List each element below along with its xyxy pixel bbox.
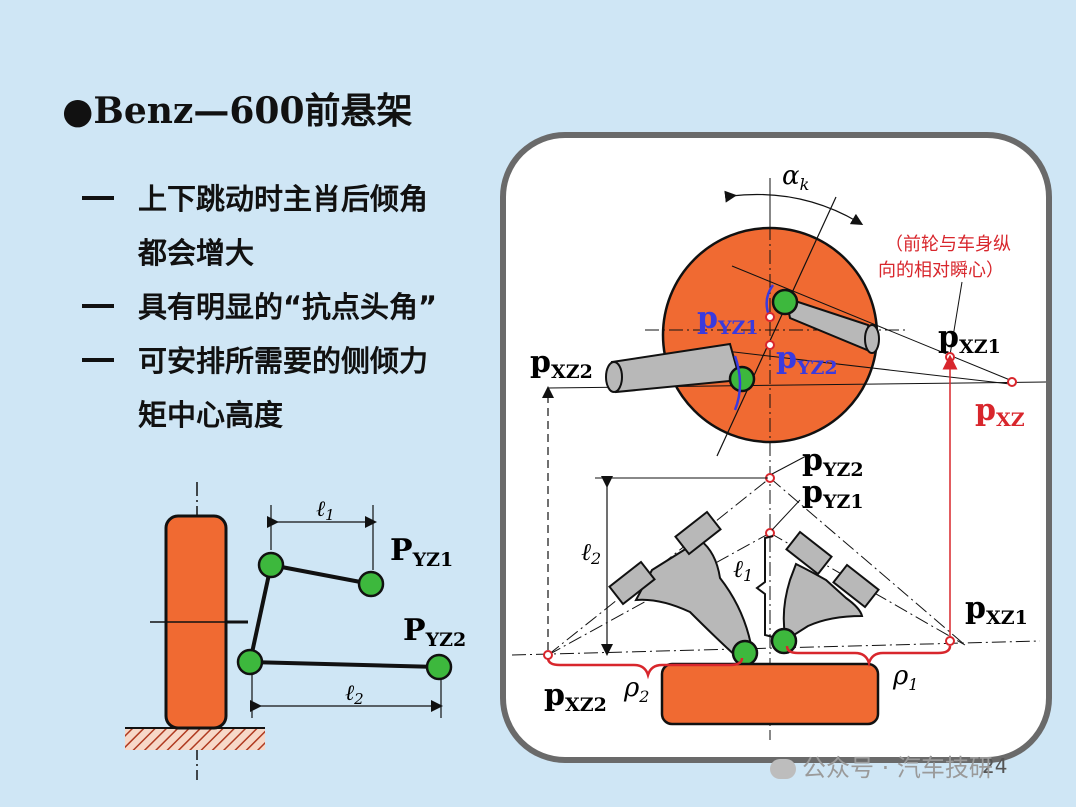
watermark: 公众号 · 汽车技研 [770, 748, 993, 783]
label-alpha-k: αk [782, 161, 809, 194]
bullet-line: 都会增大 [138, 236, 255, 270]
left-suspension-diagram: ℓ1 ℓ2 PYZ1 PYZ2 [125, 482, 466, 780]
right-arm-bottom [782, 562, 864, 642]
pyz1-point-top [765, 312, 775, 322]
bullet-line: 上下跳动时主肖后倾角 [138, 182, 429, 216]
wechat-icon [770, 759, 796, 779]
pxz1-point-bottom [945, 636, 955, 646]
kingpin-axis [716, 196, 837, 457]
upper-arm-bushing [864, 324, 880, 354]
label-pxz1-top: pXZ1 [938, 320, 1001, 358]
left-bushing-2 [674, 510, 722, 556]
label-pxz2-bottom: pXZ2 [544, 678, 607, 716]
bullet-line: 矩中心高度 [138, 398, 284, 432]
watermark-text: 公众号 · 汽车技研 [802, 754, 993, 782]
l1-brace [755, 535, 774, 638]
upper-joint-top [771, 288, 799, 316]
right-bushing-2 [832, 563, 880, 609]
bullet-item: 具有明显的“抗点头角” [82, 280, 502, 334]
label-pyz2-left: PYZ2 [403, 613, 466, 651]
annotation-line2: 向的相对瞬心） [878, 260, 1004, 281]
label-pyz1-mid: pYZ1 [802, 475, 864, 513]
rho2-brace [546, 657, 744, 680]
upper-pivot [357, 570, 385, 598]
label-rho1: ρ1 [892, 661, 918, 694]
bullet-list: 上下跳动时主肖后倾角 都会增大 具有明显的“抗点头角” 可安排所需要的侧倾力 矩… [82, 172, 502, 442]
wheel-bottom-view [660, 662, 880, 726]
lower-arm-bushing [605, 361, 623, 393]
lower-ball-joint [236, 648, 264, 676]
label-pyz1-blue: pYZ1 [697, 301, 759, 339]
upper-arm-line [731, 265, 1011, 381]
upper-ball-joint [257, 551, 285, 579]
label-l2: ℓ2 [345, 681, 364, 708]
pyz2-leader [771, 454, 809, 475]
pxz1-point-top [945, 352, 955, 362]
pxz-point [1007, 377, 1017, 387]
lower-arm [249, 660, 440, 669]
bullet-line: 可安排所需要的侧倾力 [138, 344, 429, 378]
label-l1-right: ℓ1 [733, 555, 753, 585]
left-bushing-1 [608, 560, 656, 606]
lower-pivot [425, 653, 453, 681]
alpha-arc [724, 190, 864, 226]
right-bushing-1 [785, 530, 833, 576]
label-pxz2-top: pXZ2 [530, 345, 593, 383]
bullet-line: 具有明显的“抗点头角” [138, 290, 438, 324]
label-pyz2-mid: pYZ2 [802, 443, 864, 481]
right-suspension-diagram: αk pYZ1 pYZ2 （前轮与车身纵 向的相对瞬心） pXZ2 pXZ1 p… [500, 132, 1052, 763]
pyz1-leader [771, 499, 801, 531]
pyz2-point-top [765, 340, 775, 350]
label-pyz2-blue: pYZ2 [776, 341, 838, 379]
pxz-line [699, 347, 1011, 385]
upper-arm [270, 563, 372, 586]
annotation-leader [949, 281, 963, 356]
pxz2-point-bottom [543, 650, 553, 660]
rho1-brace [785, 645, 952, 668]
bullet-item: 上下跳动时主肖后倾角 都会增大 [82, 172, 502, 280]
label-l2-right: ℓ2 [581, 538, 601, 568]
pyz2-ray-right [769, 477, 966, 646]
right-joint-bottom [770, 627, 798, 655]
ground-hatch [125, 728, 265, 750]
label-l1: ℓ1 [316, 497, 335, 524]
blue-arc-lower [733, 355, 742, 411]
bullet-item: 可安排所需要的侧倾力 矩中心高度 [82, 334, 502, 442]
label-pxz1-bottom: pXZ1 [965, 591, 1028, 629]
label-pxz-red: pXZ [975, 393, 1025, 431]
lower-joint-top [728, 365, 756, 393]
annotation-line1: （前轮与车身纵 [885, 234, 1011, 255]
kingpin-link [248, 564, 273, 663]
label-pyz1-left: PYZ1 [390, 533, 453, 571]
page-number: 24 [982, 754, 1008, 778]
page-title: ●Benz—600前悬架 [62, 90, 413, 132]
label-rho2: ρ2 [623, 673, 649, 706]
left-joint-bottom [731, 639, 759, 667]
